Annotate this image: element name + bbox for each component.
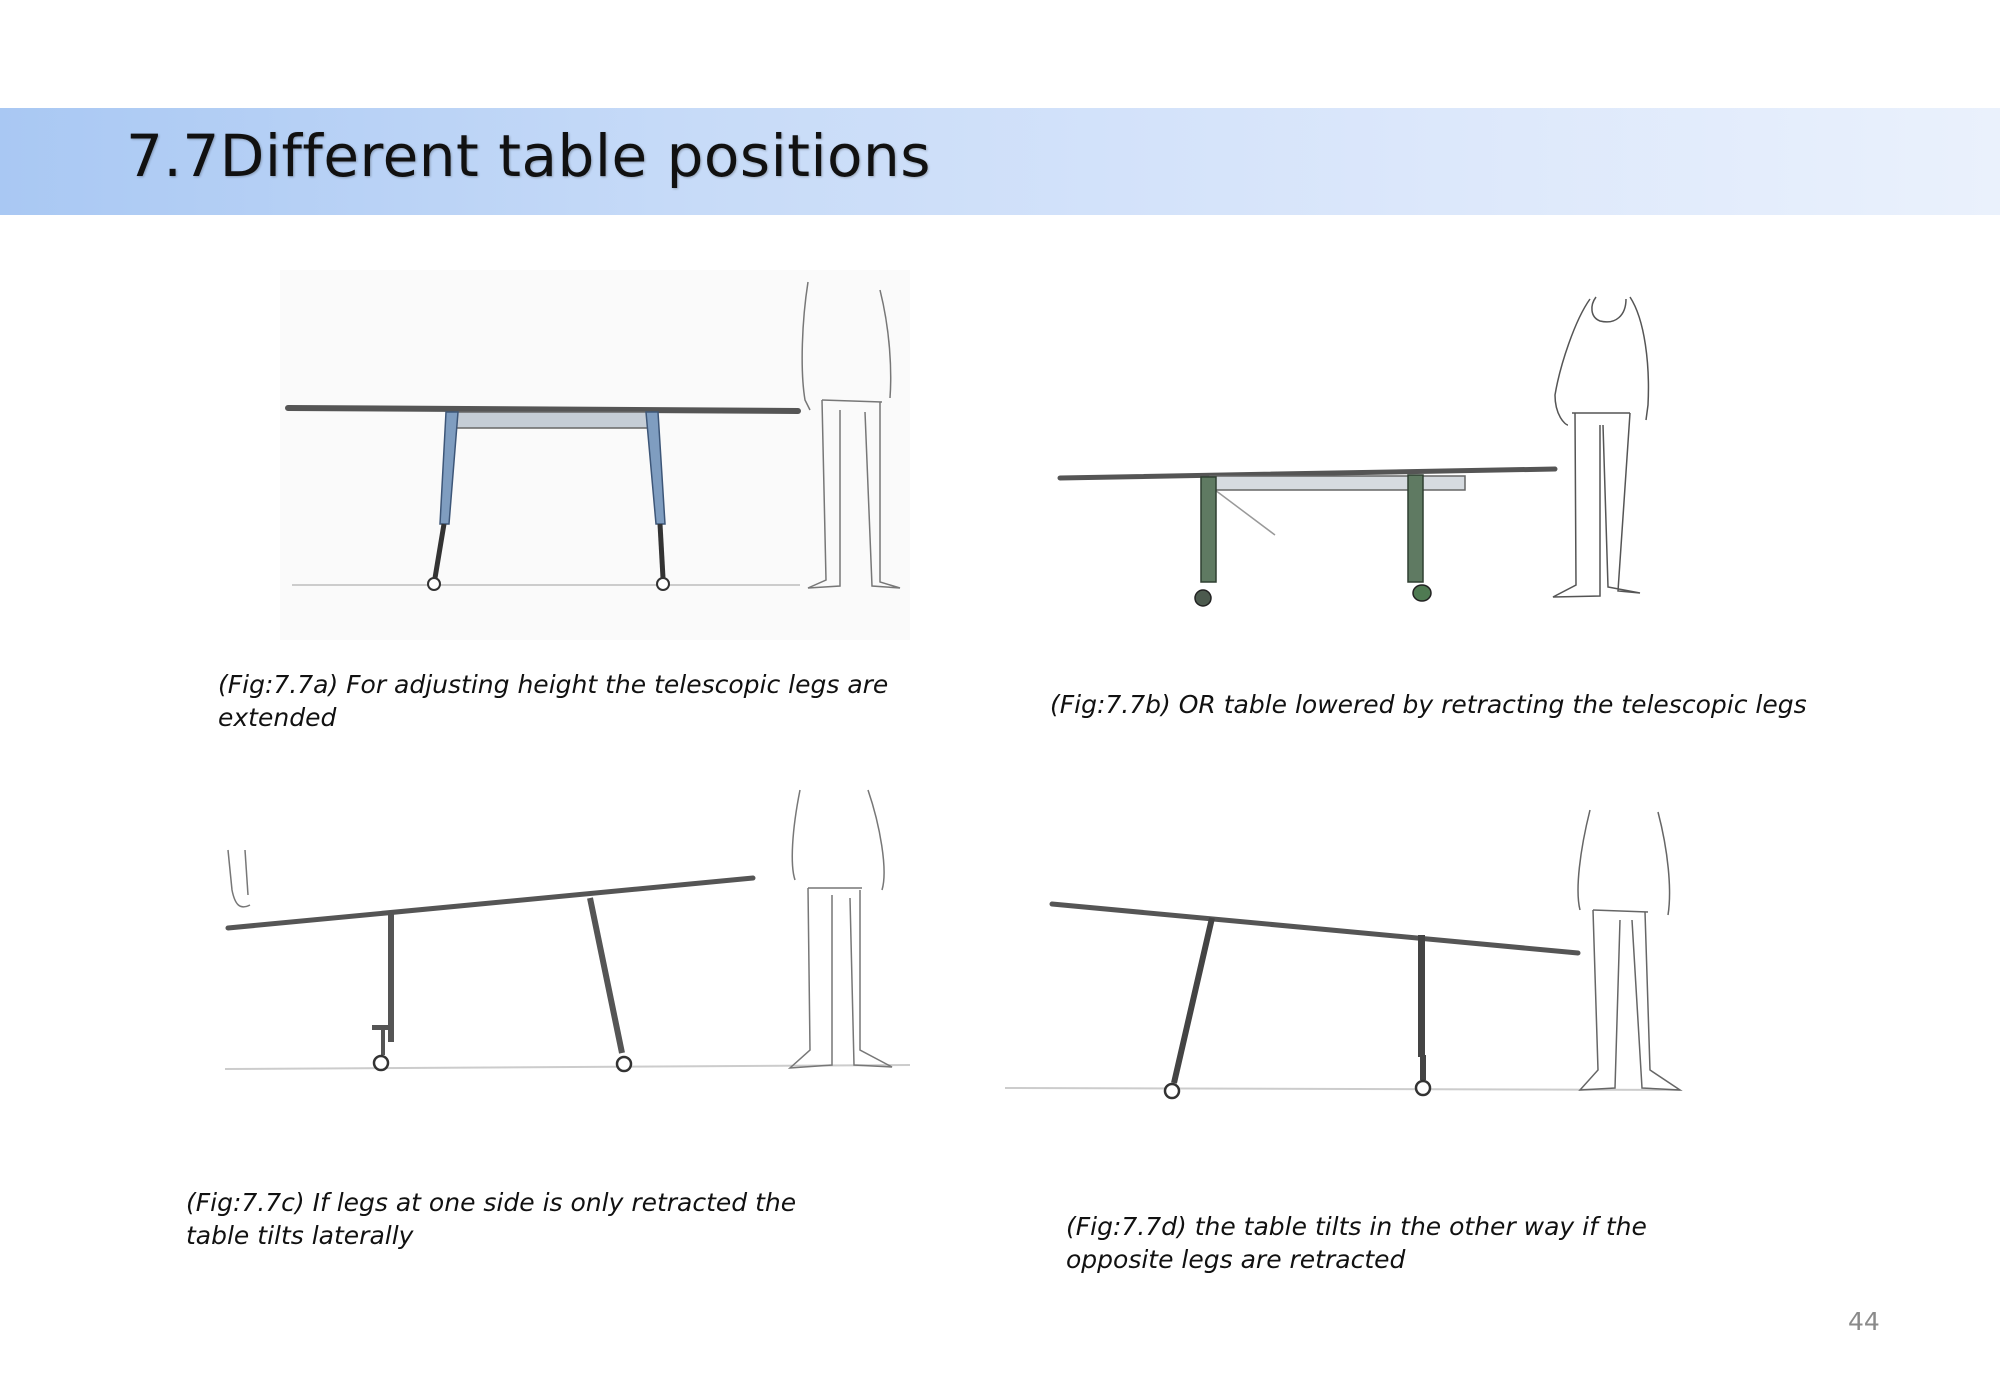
table-frame (1209, 475, 1466, 491)
leg-lower-left (432, 523, 447, 579)
leg-left (388, 912, 394, 1042)
caption-7-7c: (Fig:7.7c) If legs at one side is only r… (186, 1186, 796, 1252)
caption-7-7a: (Fig:7.7a) For adjusting height the tele… (218, 668, 888, 734)
leg-right (1407, 474, 1424, 583)
caster-right (1414, 1079, 1432, 1097)
leg-clamp-left (372, 1025, 388, 1030)
figure-7-7d (1000, 800, 1690, 1110)
caption-line: table tilts laterally (186, 1221, 414, 1250)
floor-line (224, 1064, 910, 1070)
caption-line: opposite legs are retracted (1066, 1245, 1406, 1274)
caster-right (1412, 584, 1432, 602)
caption-7-7d: (Fig:7.7d) the table tilts in the other … (1066, 1210, 1647, 1276)
standing-person-sketch (1552, 296, 1650, 598)
table-frame (454, 411, 651, 429)
caster-left (427, 577, 441, 591)
standing-person-sketch (787, 789, 893, 1069)
caption-line: (Fig:7.7b) OR table lowered by retractin… (1050, 690, 1807, 719)
table-raised-sketch (280, 270, 910, 640)
partial-person-sketch (227, 849, 251, 908)
figure-7-7c (220, 780, 910, 1090)
table-tilted-left-sketch (224, 789, 910, 1073)
leg-left (1171, 917, 1215, 1084)
floor-line (1004, 1087, 1681, 1091)
leg-upper-left (439, 411, 459, 525)
leg-lower-right (1420, 1055, 1426, 1080)
table-tilted-right-sketch (1004, 809, 1683, 1100)
leg-lower-right (657, 523, 666, 579)
standing-person-sketch (801, 281, 901, 589)
figure-7-7b (1050, 285, 1690, 615)
caption-line: (Fig:7.7c) If legs at one side is only r… (186, 1188, 797, 1217)
table-lowered-sketch (1057, 296, 1650, 607)
page-number: 44 (1848, 1307, 1880, 1336)
figure-7-7a (280, 270, 910, 640)
table-top (1049, 901, 1581, 956)
leg-upper-right (645, 411, 666, 525)
title-band (0, 108, 2000, 215)
leg-left (1200, 476, 1217, 583)
caster-left (372, 1054, 390, 1072)
table-top (225, 875, 756, 931)
sketch-paper (280, 270, 910, 640)
caption-7-7b: (Fig:7.7b) OR table lowered by retractin… (1050, 688, 1807, 721)
standing-person-sketch (1577, 809, 1683, 1091)
table-top (285, 405, 801, 414)
caption-line: (Fig:7.7d) the table tilts in the other … (1066, 1212, 1647, 1241)
table-top (1057, 466, 1558, 481)
page-title: 7.7Different table positions (126, 122, 932, 190)
caster-right (615, 1055, 633, 1073)
caster-left (1194, 589, 1212, 607)
caster-left (1163, 1082, 1181, 1100)
caption-line: extended (218, 703, 337, 732)
caption-line: (Fig:7.7a) For adjusting height the tele… (218, 670, 889, 699)
leg-right (587, 897, 625, 1054)
brace-left (1214, 489, 1276, 536)
caster-right (656, 577, 670, 591)
leg-right (1418, 935, 1425, 1057)
